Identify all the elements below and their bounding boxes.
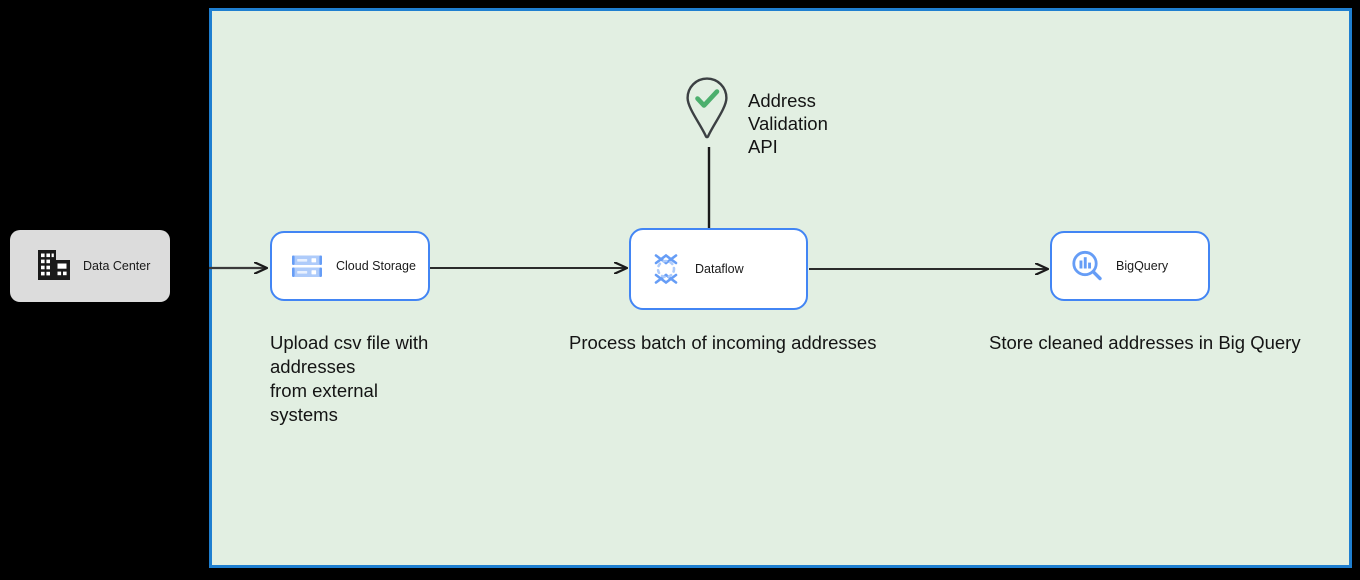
node-dataflow-label: Dataflow <box>695 262 744 276</box>
node-cloud-storage[interactable]: Cloud Storage <box>270 231 430 301</box>
node-data-center[interactable]: Data Center <box>10 230 170 302</box>
caption-bigquery: Store cleaned addresses in Big Query <box>989 332 1301 353</box>
caption-cloud-storage: Upload csv file with addresses from exte… <box>270 332 429 425</box>
node-bigquery[interactable]: BigQuery <box>1050 231 1210 301</box>
caption-dataflow: Process batch of incoming addresses <box>569 332 877 353</box>
cloud-storage-icon <box>292 255 322 277</box>
map-pin-check-icon <box>686 77 728 139</box>
data-center-icon <box>38 250 70 280</box>
node-dataflow[interactable]: Dataflow <box>629 228 808 310</box>
node-cloud-storage-label: Cloud Storage <box>336 259 416 273</box>
dataflow-icon <box>654 253 678 285</box>
node-bigquery-label: BigQuery <box>1116 259 1169 273</box>
node-data-center-label: Data Center <box>83 259 151 273</box>
bigquery-icon <box>1072 250 1102 281</box>
node-address-validation-api-label: Address Validation API <box>748 90 828 157</box>
